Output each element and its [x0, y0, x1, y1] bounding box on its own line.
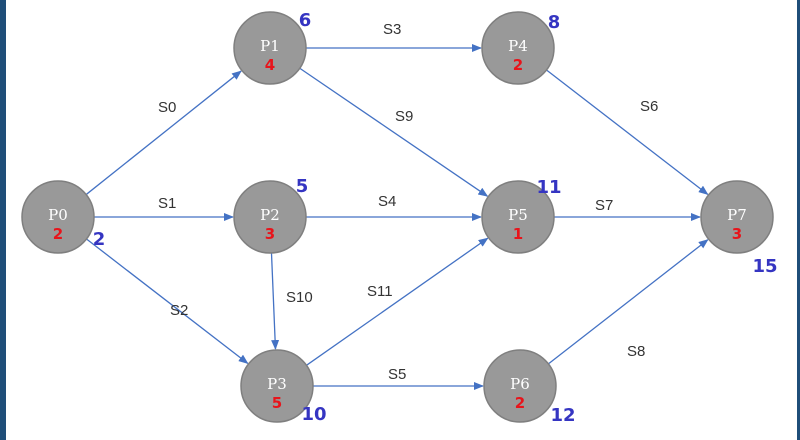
edge-label-s2: S2 [170, 302, 188, 319]
edge-label-s3: S3 [383, 21, 401, 38]
node-name-p3: P3 [267, 375, 287, 393]
node-name-p1: P1 [260, 37, 280, 55]
node-circle-p2 [233, 180, 307, 254]
node-p1[interactable]: P14 6 [233, 10, 312, 85]
node-name-p2: P2 [260, 206, 280, 224]
node-p7[interactable]: P73 15 [700, 180, 778, 277]
edge-label-s9: S9 [395, 108, 413, 125]
node-time-p6: 12 [550, 405, 575, 426]
node-p4[interactable]: P42 8 [481, 11, 561, 85]
node-time-p1: 6 [299, 10, 312, 31]
edge-label-s1: S1 [158, 195, 176, 212]
node-circle-p1 [233, 11, 307, 85]
node-time-p3: 10 [301, 404, 326, 425]
node-time-p2: 5 [296, 176, 309, 197]
node-weight-p5: 1 [513, 225, 523, 243]
edge-label-s0: S0 [158, 99, 176, 116]
node-p2[interactable]: P23 5 [233, 176, 309, 254]
node-weight-p6: 2 [515, 394, 525, 412]
node-p6[interactable]: P62 12 [483, 349, 576, 426]
node-name-p5: P5 [508, 206, 528, 224]
slide-right-border [797, 0, 800, 440]
node-circle-p5 [481, 180, 555, 254]
edge-arrow-s0 [85, 70, 242, 196]
node-weight-p3: 5 [272, 394, 282, 412]
slide-left-border [0, 0, 6, 440]
node-time-p0: 2 [93, 229, 106, 250]
node-circle-p6 [483, 349, 557, 423]
edge-label-s5: S5 [388, 366, 406, 383]
node-name-p4: P4 [508, 37, 528, 55]
edge-label-s10: S10 [286, 289, 313, 306]
node-p3[interactable]: P35 10 [240, 349, 327, 425]
node-name-p7: P7 [727, 206, 747, 224]
edge-arrow-s6 [546, 69, 709, 196]
node-time-p5: 11 [536, 177, 561, 198]
node-name-p0: P0 [48, 206, 68, 224]
node-circle-p7 [700, 180, 774, 254]
node-circle-p4 [481, 11, 555, 85]
node-weight-p4: 2 [513, 56, 523, 74]
node-weight-p2: 3 [265, 225, 275, 243]
edge-arrow-s11 [306, 237, 489, 366]
node-circle-p0 [21, 180, 95, 254]
edge-label-s11: S11 [367, 283, 393, 300]
edge-arrow-s2 [86, 238, 249, 365]
node-circle-p3 [240, 349, 314, 423]
node-weight-p1: 4 [265, 56, 275, 74]
node-time-p7: 15 [752, 256, 777, 277]
edge-label-s4: S4 [378, 193, 396, 210]
edge-label-s8: S8 [627, 343, 645, 360]
edge-label-s7: S7 [595, 197, 613, 214]
edge-label-s6: S6 [640, 98, 658, 115]
edge-arrow-s8 [548, 239, 709, 365]
node-weight-p7: 3 [732, 225, 742, 243]
edge-arrow-s9 [299, 67, 489, 197]
node-time-p4: 8 [548, 12, 561, 33]
node-name-p6: P6 [510, 375, 530, 393]
node-weight-p0: 2 [53, 225, 63, 243]
edge-arrow-s10 [270, 252, 280, 351]
